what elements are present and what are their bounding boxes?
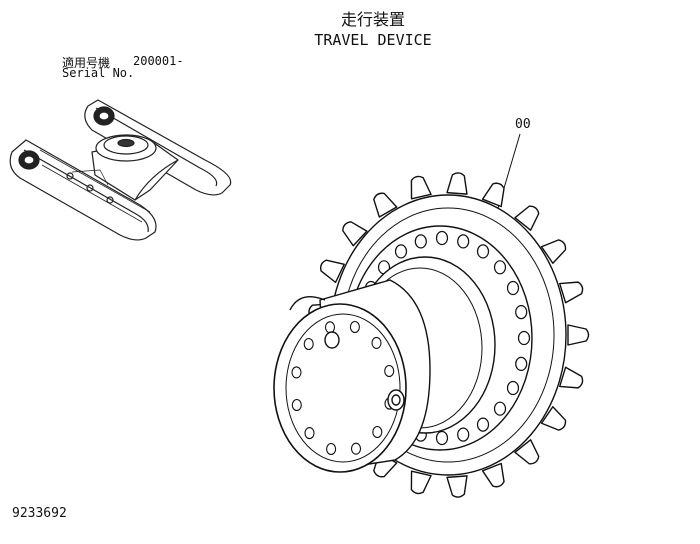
serial-number-value: 200001- — [133, 54, 184, 68]
part-callout-label: 00 — [515, 117, 531, 132]
document-number: 9233692 — [12, 506, 67, 521]
serial-label-english: Serial No. — [62, 66, 135, 80]
cover-bolts — [291, 320, 395, 456]
travel-device-drawing — [273, 172, 590, 498]
crawler-track-thumbnail — [9, 99, 232, 241]
serial-label-japanese: 適用号機 — [62, 56, 111, 70]
title-japanese: 走行装置 — [340, 10, 405, 29]
callout-leader-line — [493, 133, 521, 223]
title-english: TRAVEL DEVICE — [314, 31, 432, 49]
